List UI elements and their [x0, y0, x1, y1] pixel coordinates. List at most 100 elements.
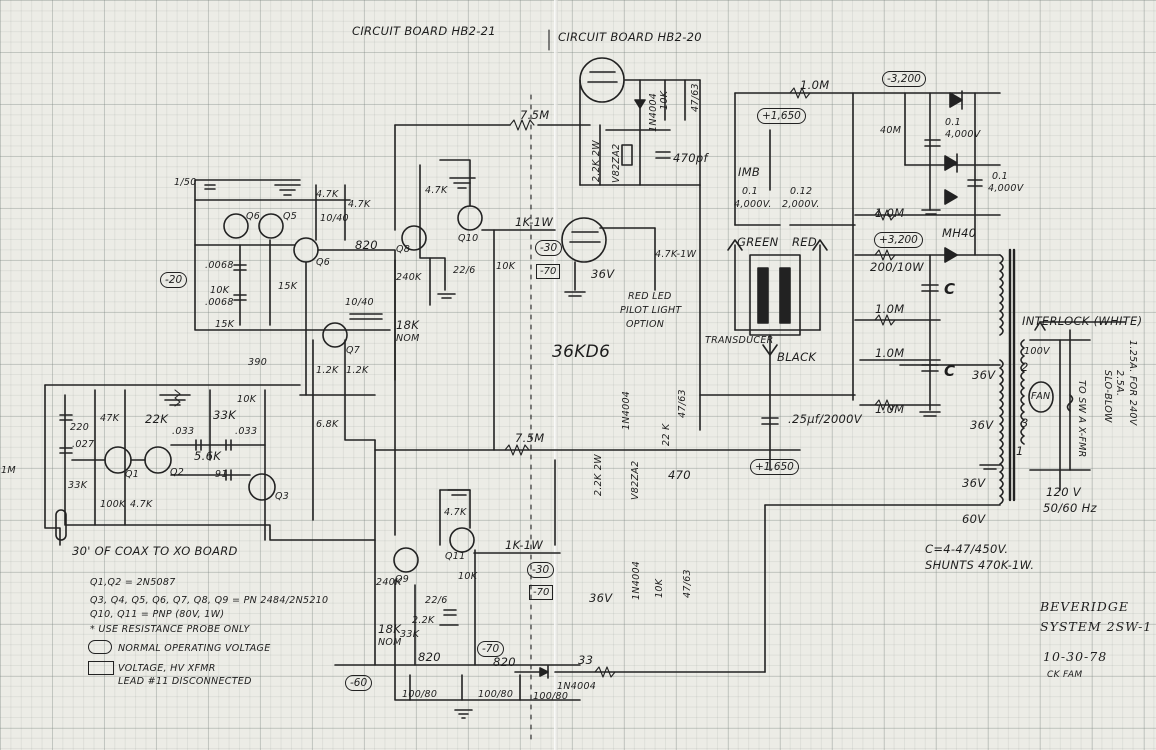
- label-input: 1M: [1, 465, 16, 476]
- q11-circle: [449, 527, 475, 553]
- label-transducer: TRANSDUCER: [705, 335, 774, 346]
- primary-coil: [1020, 339, 1025, 445]
- label-r-75m-bottom: 7.5M: [515, 431, 545, 445]
- label-tap-3: 3: [1021, 416, 1029, 430]
- label-q-a: Q6: [246, 211, 261, 222]
- label-r200-10w: 200/10W: [870, 260, 924, 274]
- label-r33k-c: 33K: [400, 629, 420, 640]
- label-r33k-a: 33K: [68, 480, 88, 491]
- label-v100: 100V: [1024, 346, 1050, 357]
- label-green: GREEN: [737, 235, 779, 249]
- label-r-1m-d: 1.0M: [875, 402, 905, 416]
- label-q8: Q8: [396, 244, 411, 255]
- label-q9: Q9: [395, 574, 410, 585]
- label-led-1: RED LED: [628, 291, 672, 302]
- label-v60: 60V: [962, 512, 986, 526]
- label-q5: Q5: [283, 211, 298, 222]
- label-v36-b: 36V: [589, 591, 613, 605]
- board-label-left: CIRCUIT BOARD HB2-21: [352, 24, 496, 38]
- label-c0068-b: .0068: [205, 297, 234, 308]
- label-r-1m-c: 1.0M: [875, 346, 905, 360]
- label-r15k-a: 15K: [278, 281, 298, 292]
- note-lead-11: LEAD #11 DISCONNECTED: [118, 676, 252, 687]
- label-v36-xf1: 36V: [972, 368, 996, 382]
- q8-circle: [401, 225, 427, 251]
- label-v36-xf3: 36V: [962, 476, 986, 490]
- label-c1040-b: 10/40: [345, 297, 374, 308]
- label-q1: Q1: [125, 469, 140, 480]
- label-r18k-a: 18K: [396, 318, 420, 332]
- tube-mid-envelope: [561, 217, 607, 263]
- label-tube-type: 36KD6: [552, 342, 611, 362]
- label-c226-a: 22/6: [453, 265, 476, 276]
- fan-symbol: [1028, 381, 1054, 413]
- voltage-m70-b: -70: [529, 585, 554, 600]
- label-r47k-a: 4.7K: [316, 189, 339, 200]
- label-r10k-e: 10K: [496, 261, 516, 272]
- label-c01-a: 0.1: [945, 117, 962, 128]
- label-c4000v-b: 4,000V: [988, 183, 1024, 194]
- transducer-body: [749, 254, 801, 336]
- label-r22k2w-a: 2.2K 2W: [591, 140, 602, 182]
- label-q6: Q6: [316, 257, 331, 268]
- note-resistance-probe: * USE RESISTANCE PROBE ONLY: [90, 624, 250, 635]
- voltage-m30-a: -30: [535, 240, 563, 256]
- q10-circle: [457, 205, 483, 231]
- label-r10k-c: 10K: [654, 578, 665, 598]
- label-c012: 0.12: [790, 186, 813, 197]
- title-name: BEVERIDGE: [1040, 599, 1129, 614]
- label-d1n4004-d: 1N4004: [557, 681, 597, 692]
- zener-top: [621, 144, 633, 166]
- q2-circle: [144, 446, 172, 474]
- label-r22k-b: 22 K: [661, 423, 672, 446]
- label-r-1m-top: 1.0M: [800, 78, 830, 92]
- label-c01-b: 0.1: [992, 171, 1009, 182]
- label-c10080-a: 100/80: [402, 689, 438, 700]
- label-r-1m-b: 1.0M: [875, 302, 905, 316]
- input-wire: [44, 384, 61, 546]
- label-c033-a: .033: [172, 426, 195, 437]
- label-fuse-2: 2.5A.: [1114, 370, 1125, 397]
- label-c25uf: .25μf/2000V: [788, 412, 862, 426]
- legend-rect-symbol: [88, 661, 114, 675]
- label-r-75m-top: 7.5M: [520, 108, 550, 122]
- note-cap-1: C=4-47/450V.: [925, 542, 1009, 556]
- label-r47k1w: 4.7K-1W: [655, 249, 697, 260]
- label-c91: 91: [215, 469, 228, 480]
- label-r-1m-a: 1.0M: [875, 206, 905, 220]
- title-initials: CK FAM: [1047, 670, 1083, 680]
- note-normal-voltage: NORMAL OPERATING VOLTAGE: [118, 643, 271, 654]
- label-c027: .027: [72, 439, 95, 450]
- q7-circle: [322, 322, 348, 348]
- label-r12k-a: 1.2K: [316, 365, 339, 376]
- label-r68k: 6.8K: [316, 419, 339, 430]
- label-rnom-a: NOM: [396, 333, 420, 344]
- label-rnom-b: NOM: [378, 637, 402, 648]
- label-black: BLACK: [777, 350, 817, 364]
- label-r820-a: 820: [355, 238, 378, 252]
- label-interlock: INTERLOCK (WHITE): [1022, 314, 1143, 328]
- label-c01-c: 0.1: [742, 186, 759, 197]
- label-r240k-b: 240K: [376, 577, 402, 588]
- label-c4000v-c: 4,000V.: [734, 199, 772, 210]
- tube-top-envelope: [579, 57, 625, 103]
- label-to-sw: TO SW A X-FMR: [1076, 380, 1087, 458]
- note-cap-2: SHUNTS 470K-1W.: [925, 558, 1035, 572]
- voltage-m3200: -3,200: [882, 71, 926, 87]
- label-c226-b: 22/6: [425, 595, 448, 606]
- voltage-p1650-bottom: +1,650: [750, 459, 799, 475]
- label-r390: 390: [248, 357, 268, 368]
- label-fuse-1: SLO-BLOW: [1102, 370, 1113, 423]
- label-coax: 30' OF COAX TO XO BOARD: [72, 544, 238, 558]
- label-zener-b: V82ZA2: [630, 460, 641, 500]
- note-q10-q11: Q10, Q11 = PNP (80V, 1W): [90, 609, 225, 620]
- label-r22k-c: 22K: [145, 412, 169, 426]
- title-system: SYSTEM 2SW-1: [1040, 619, 1153, 634]
- label-r100k: 100K: [100, 499, 126, 510]
- label-imb: IMB: [738, 165, 761, 179]
- label-r820-c: 820: [493, 655, 516, 669]
- label-r56k: 5.6K: [194, 449, 222, 463]
- voltage-m20: -20: [160, 272, 188, 288]
- page-fold: [554, 0, 558, 750]
